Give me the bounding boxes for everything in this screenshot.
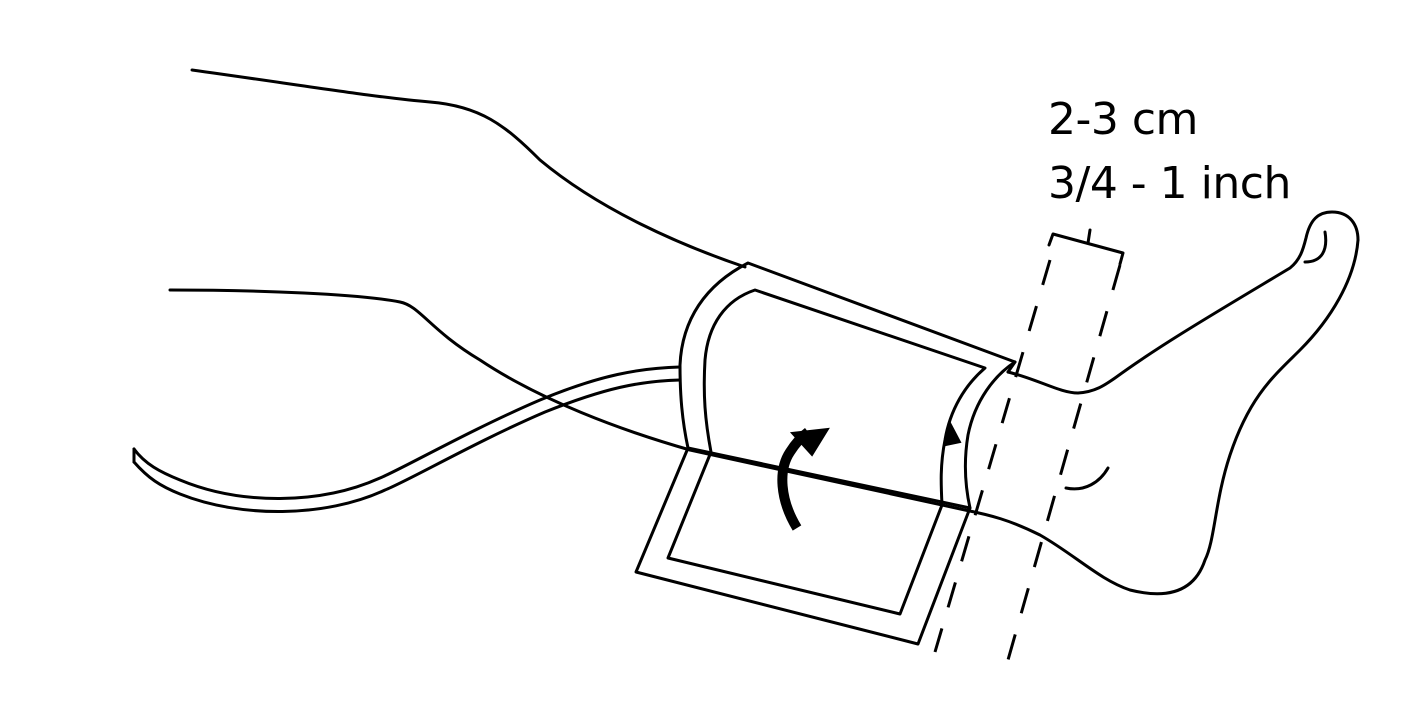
air-tube-bottom: [132, 378, 682, 514]
cuff-outer: [634, 261, 1017, 646]
leg-top-continuation: [1006, 360, 1017, 374]
distance-bracket: [1047, 232, 1125, 266]
leg-shin-bottom-line: [688, 238, 1360, 596]
wrap-arrow-head: [789, 427, 830, 457]
air-tube-top: [132, 365, 682, 500]
ankle-bone: [1064, 466, 1110, 491]
measurement-imperial-label: 3/4 - 1 inch: [1048, 158, 1291, 209]
foot-top-outline: [1006, 210, 1360, 395]
edge-arrow-head: [944, 419, 962, 447]
leg-upper-outline: [190, 68, 747, 269]
toenail: [1303, 230, 1328, 264]
cuff-fold-line: [686, 446, 972, 510]
distance-bracket-tick: [1086, 228, 1092, 245]
cuff-inner: [666, 288, 987, 616]
guide-dashed-line-1: [933, 259, 1052, 653]
guide-dashed-line-2: [1006, 264, 1122, 661]
measurement-metric-label: 2-3 cm: [1048, 94, 1198, 145]
leg-lower-outline: [168, 288, 692, 452]
